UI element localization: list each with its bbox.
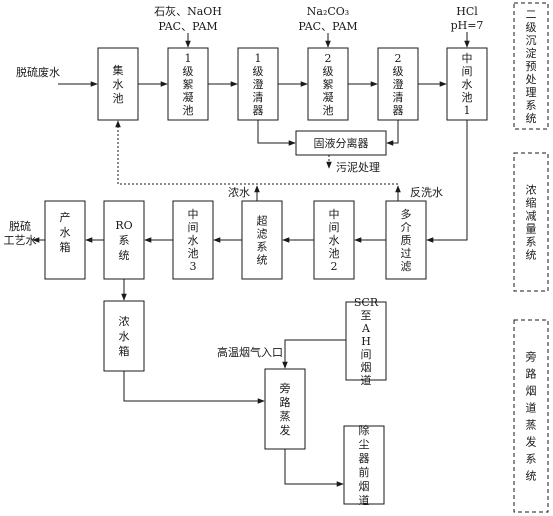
- concentration-section-label: 浓缩减量系统: [526, 184, 537, 262]
- ultrafiltration-box: [241, 200, 283, 280]
- svg-text:旁路蒸发: 旁路蒸发: [280, 381, 291, 437]
- chem1-line1: 石灰、NaOH: [154, 4, 222, 18]
- coag2-box: [307, 47, 349, 121]
- svg-text:产水箱: 产水箱: [60, 210, 71, 254]
- ultrafiltration-label: 超滤系统: [257, 214, 268, 267]
- sludge-label: 污泥处理: [336, 161, 380, 174]
- svg-text:二级沉淀预处理系统: 二级沉淀预处理系统: [526, 8, 537, 125]
- chem2-line1: Na₂CO₃: [307, 5, 349, 18]
- evaporation-section-label: 旁路烟道蒸发系统: [526, 350, 537, 483]
- solid-liquid-separator-label: 固液分离器: [314, 136, 369, 150]
- mid-tank2-box: [313, 200, 355, 280]
- chem2-line2: PAC、PAM: [298, 20, 357, 33]
- flue-gas-inlet-label: 高温烟气入口: [217, 345, 283, 359]
- duct-before-dust-label: 除尘器前烟道: [359, 423, 370, 507]
- arrow-clar2-to-separator: [386, 120, 399, 146]
- evaporation-section-box: [513, 319, 549, 513]
- scr-ah-duct-box: [345, 301, 387, 381]
- svg-text:浓缩减量系统: 浓缩减量系统: [526, 184, 537, 262]
- arrow-mid1-to-filter: [426, 120, 468, 243]
- concentrate-tank-label: 浓水箱: [119, 315, 130, 358]
- solid-liquid-separator-box: [295, 130, 387, 156]
- hcl-line1: HCl: [456, 5, 478, 18]
- product-tank-box: [44, 200, 86, 280]
- collection-tank-label: 集水池: [113, 63, 124, 105]
- svg-text:脱硫: 脱硫: [9, 219, 31, 233]
- wastewater-label: 脱硫废水: [16, 65, 60, 79]
- product-tank-label: 产水箱: [60, 210, 71, 254]
- process-water-label: 脱硫 工艺水: [4, 219, 37, 247]
- svg-text:旁路烟道蒸发系统: 旁路烟道蒸发系统: [526, 350, 537, 483]
- bypass-evaporation-box: [264, 368, 306, 450]
- dotted-return-line: [115, 120, 398, 185]
- hcl-line2: pH=7: [451, 19, 484, 32]
- clarifier2-box: [377, 47, 419, 121]
- backwash-label: 反洗水: [410, 186, 443, 199]
- bypass-evaporation-label: 旁路蒸发: [280, 381, 291, 437]
- svg-text:浓水箱: 浓水箱: [119, 315, 130, 358]
- concentration-section-box: [513, 152, 549, 292]
- mid-tank3-box: [172, 200, 214, 280]
- duct-before-dust-box: [343, 425, 385, 505]
- arrow-evap-to-duct: [284, 449, 344, 487]
- pretreatment-section-label: 二级沉淀预处理系统: [526, 8, 537, 125]
- svg-text:集水池: 集水池: [113, 63, 124, 105]
- arrow-clar1-to-separator: [257, 120, 296, 146]
- svg-text:工艺水: 工艺水: [4, 234, 37, 247]
- collection-tank-box: [97, 47, 139, 121]
- svg-text:超滤系统: 超滤系统: [257, 214, 268, 267]
- chem1-line2: PAC、PAM: [158, 20, 217, 33]
- concentrate-label: 浓水: [228, 186, 250, 199]
- multimedia-filter-label: 多介质过滤: [401, 207, 412, 273]
- coag1-box: [167, 47, 209, 121]
- multimedia-filter-box: [385, 200, 427, 280]
- svg-text:除尘器前烟道: 除尘器前烟道: [359, 423, 370, 507]
- ro-system-box: [103, 200, 145, 280]
- pretreatment-section-box: [513, 2, 549, 130]
- arrow-concentrate-to-evap: [123, 371, 265, 404]
- svg-text:多介质过滤: 多介质过滤: [401, 207, 412, 273]
- mid-tank1-box: [446, 47, 488, 121]
- arrow-flue-gas-in: [282, 339, 346, 369]
